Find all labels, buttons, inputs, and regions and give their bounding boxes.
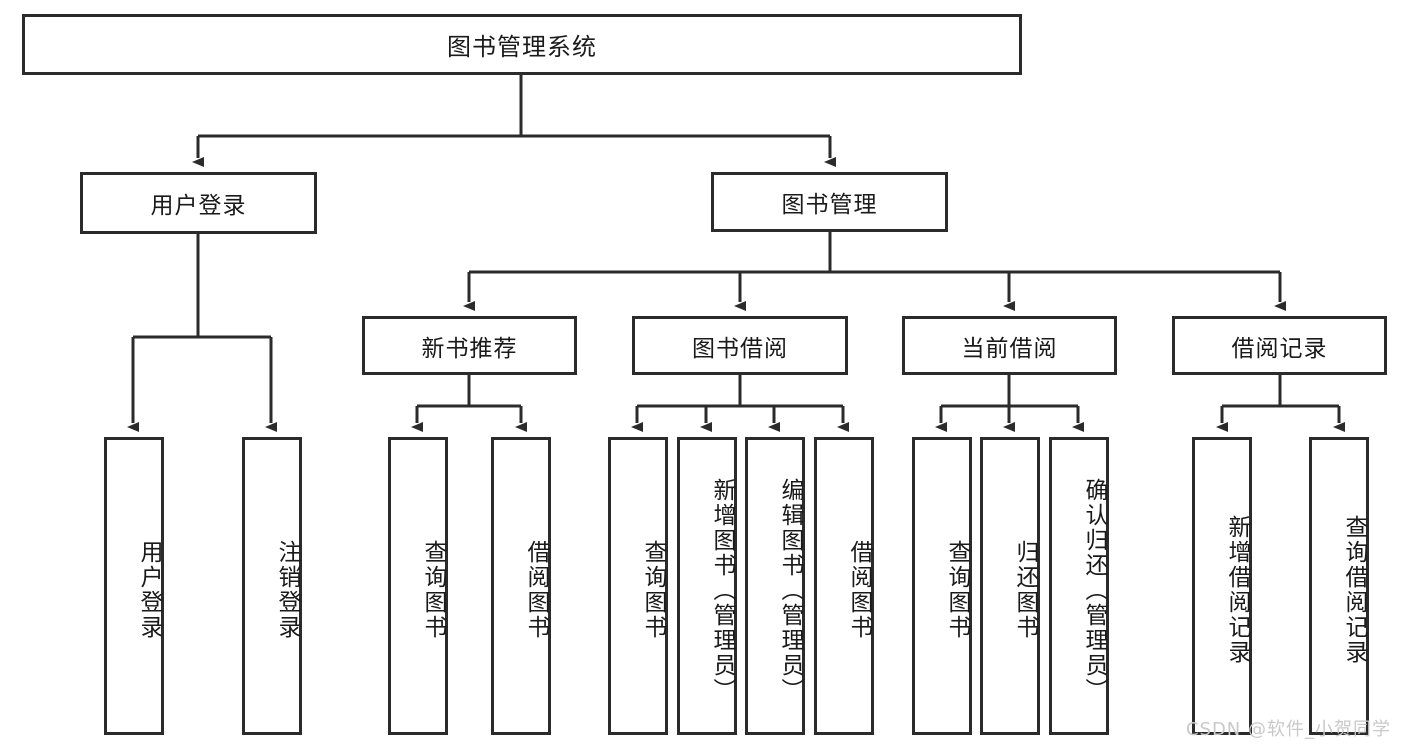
node-current-borrow[interactable]: 当前借阅 (902, 316, 1117, 375)
node-label: 查询图书 (420, 540, 446, 640)
node-borrow-record[interactable]: 借阅记录 (1172, 316, 1387, 375)
leaf-borrow-query-book[interactable]: 查询图书 (608, 437, 668, 735)
node-label: 新书推荐 (421, 335, 518, 362)
node-label: 归还图书 (1012, 540, 1038, 640)
leaf-recommend-query-book[interactable]: 查询图书 (388, 437, 448, 735)
node-label: 用户登录 (136, 540, 162, 640)
node-label: 用户登录 (150, 193, 247, 219)
node-label: 图书管理系统 (447, 33, 597, 61)
leaf-user-login-login[interactable]: 用户登录 (104, 437, 164, 735)
leaf-current-query-book[interactable]: 查询图书 (912, 437, 972, 735)
node-label: 查询图书 (640, 540, 666, 640)
leaf-user-login-logout[interactable]: 注销登录 (242, 437, 302, 735)
leaf-borrow-borrow-book[interactable]: 借阅图书 (814, 437, 874, 735)
node-label: 注销登录 (274, 540, 300, 640)
node-label: 借阅图书 (523, 540, 549, 640)
node-label: 查询借阅记录 (1341, 515, 1367, 665)
leaf-borrow-edit-book[interactable]: 编辑图书（管理员） (745, 437, 805, 735)
node-book-borrow[interactable]: 图书借阅 (632, 316, 848, 375)
node-label: 图书借阅 (692, 335, 788, 362)
leaf-borrow-add-book[interactable]: 新增图书（管理员） (677, 437, 737, 735)
node-label: 确认归还（管理员） (1081, 477, 1107, 703)
csdn-watermark: CSDN @软件_小贺同学 (1185, 719, 1391, 740)
leaf-record-add-record[interactable]: 新增借阅记录 (1192, 437, 1252, 735)
leaf-current-return-book[interactable]: 归还图书 (980, 437, 1040, 735)
node-user-login[interactable]: 用户登录 (80, 172, 317, 234)
node-label: 查询图书 (944, 540, 970, 640)
node-label: 借阅图书 (846, 540, 872, 640)
leaf-record-query-record[interactable]: 查询借阅记录 (1309, 437, 1369, 735)
leaf-recommend-borrow-book[interactable]: 借阅图书 (491, 437, 551, 735)
node-label: 新增图书（管理员） (709, 477, 735, 703)
node-label: 新增借阅记录 (1224, 515, 1250, 665)
node-root-system[interactable]: 图书管理系统 (22, 14, 1022, 75)
leaf-current-confirm-return[interactable]: 确认归还（管理员） (1049, 437, 1109, 735)
node-label: 当前借阅 (961, 335, 1058, 362)
node-label: 编辑图书（管理员） (777, 477, 803, 703)
node-label: 图书管理 (781, 192, 878, 218)
node-label: 借阅记录 (1231, 335, 1328, 362)
node-new-book-recommend[interactable]: 新书推荐 (362, 316, 577, 375)
node-book-management[interactable]: 图书管理 (711, 172, 948, 232)
